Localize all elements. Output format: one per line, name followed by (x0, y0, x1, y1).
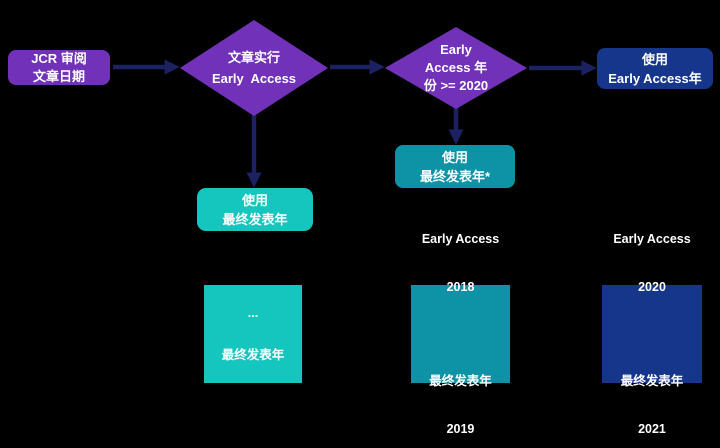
node-use-final-pub-year: 使用 最终发表年 (197, 188, 313, 231)
node-use-final-pub-year-line1: 使用 (241, 192, 268, 208)
node-use-early-access-year-line2: Early Access年 (608, 70, 702, 86)
node-use-final-pub-year-star-line1: 使用 (441, 149, 468, 165)
example-box-2018-bottom: 最终发表年 2019 (429, 341, 492, 448)
node-use-final-pub-year-line2: 最终发表年 (222, 211, 288, 227)
example-box-ellipsis-top: ... (247, 306, 259, 320)
decision-early-access-line1: 文章实行 (227, 50, 280, 65)
example-box-2018-bottom-line1: 最终发表年 (429, 374, 492, 388)
example-box-2018-top-line1: Early Access (421, 232, 500, 246)
example-box-ellipsis-bottom: 最终发表年 (221, 348, 285, 362)
example-box-2020-bottom: 最终发表年 2021 (621, 341, 684, 448)
example-box-2020-top-line1: Early Access (613, 232, 691, 246)
example-box-ellipsis: ... 最终发表年 (204, 285, 302, 383)
node-use-early-access-year: 使用 Early Access年 (597, 48, 713, 89)
decision-ea-year-2020-line1: Early (440, 42, 472, 57)
decision-ea-year-2020-line2: Access 年 (424, 60, 488, 75)
decision-early-access-line2: Early Access (211, 71, 297, 86)
node-use-final-pub-year-star-line2: 最终发表年* (419, 168, 491, 184)
example-box-2020-2021: Early Access 2020 最终发表年 2021 (602, 232, 702, 436)
example-box-2020-top: Early Access 2020 (613, 199, 690, 327)
node-jcr-review-date: JCR 审阅 文章日期 (8, 50, 110, 85)
example-box-2018-2019: Early Access 2018 最终发表年 2019 (411, 232, 510, 436)
node-use-final-pub-year-star: 使用 最终发表年* (395, 145, 515, 188)
example-box-2018-top: Early Access 2018 (422, 199, 499, 327)
example-box-2020-bottom-line1: 最终发表年 (620, 374, 684, 388)
node-jcr-review-date-line2: 文章日期 (32, 68, 85, 84)
example-box-2018-bottom-line2: 2019 (446, 422, 475, 436)
example-box-2018-top-line2: 2018 (446, 280, 475, 294)
decision-ea-year-2020-line3: 份 >= 2020 (423, 78, 489, 93)
example-box-2020-top-line2: 2020 (638, 280, 666, 294)
node-use-early-access-year-line1: 使用 (641, 51, 668, 67)
example-box-2020-bottom-line2: 2021 (638, 422, 666, 436)
node-jcr-review-date-line1: JCR 审阅 (31, 50, 87, 66)
